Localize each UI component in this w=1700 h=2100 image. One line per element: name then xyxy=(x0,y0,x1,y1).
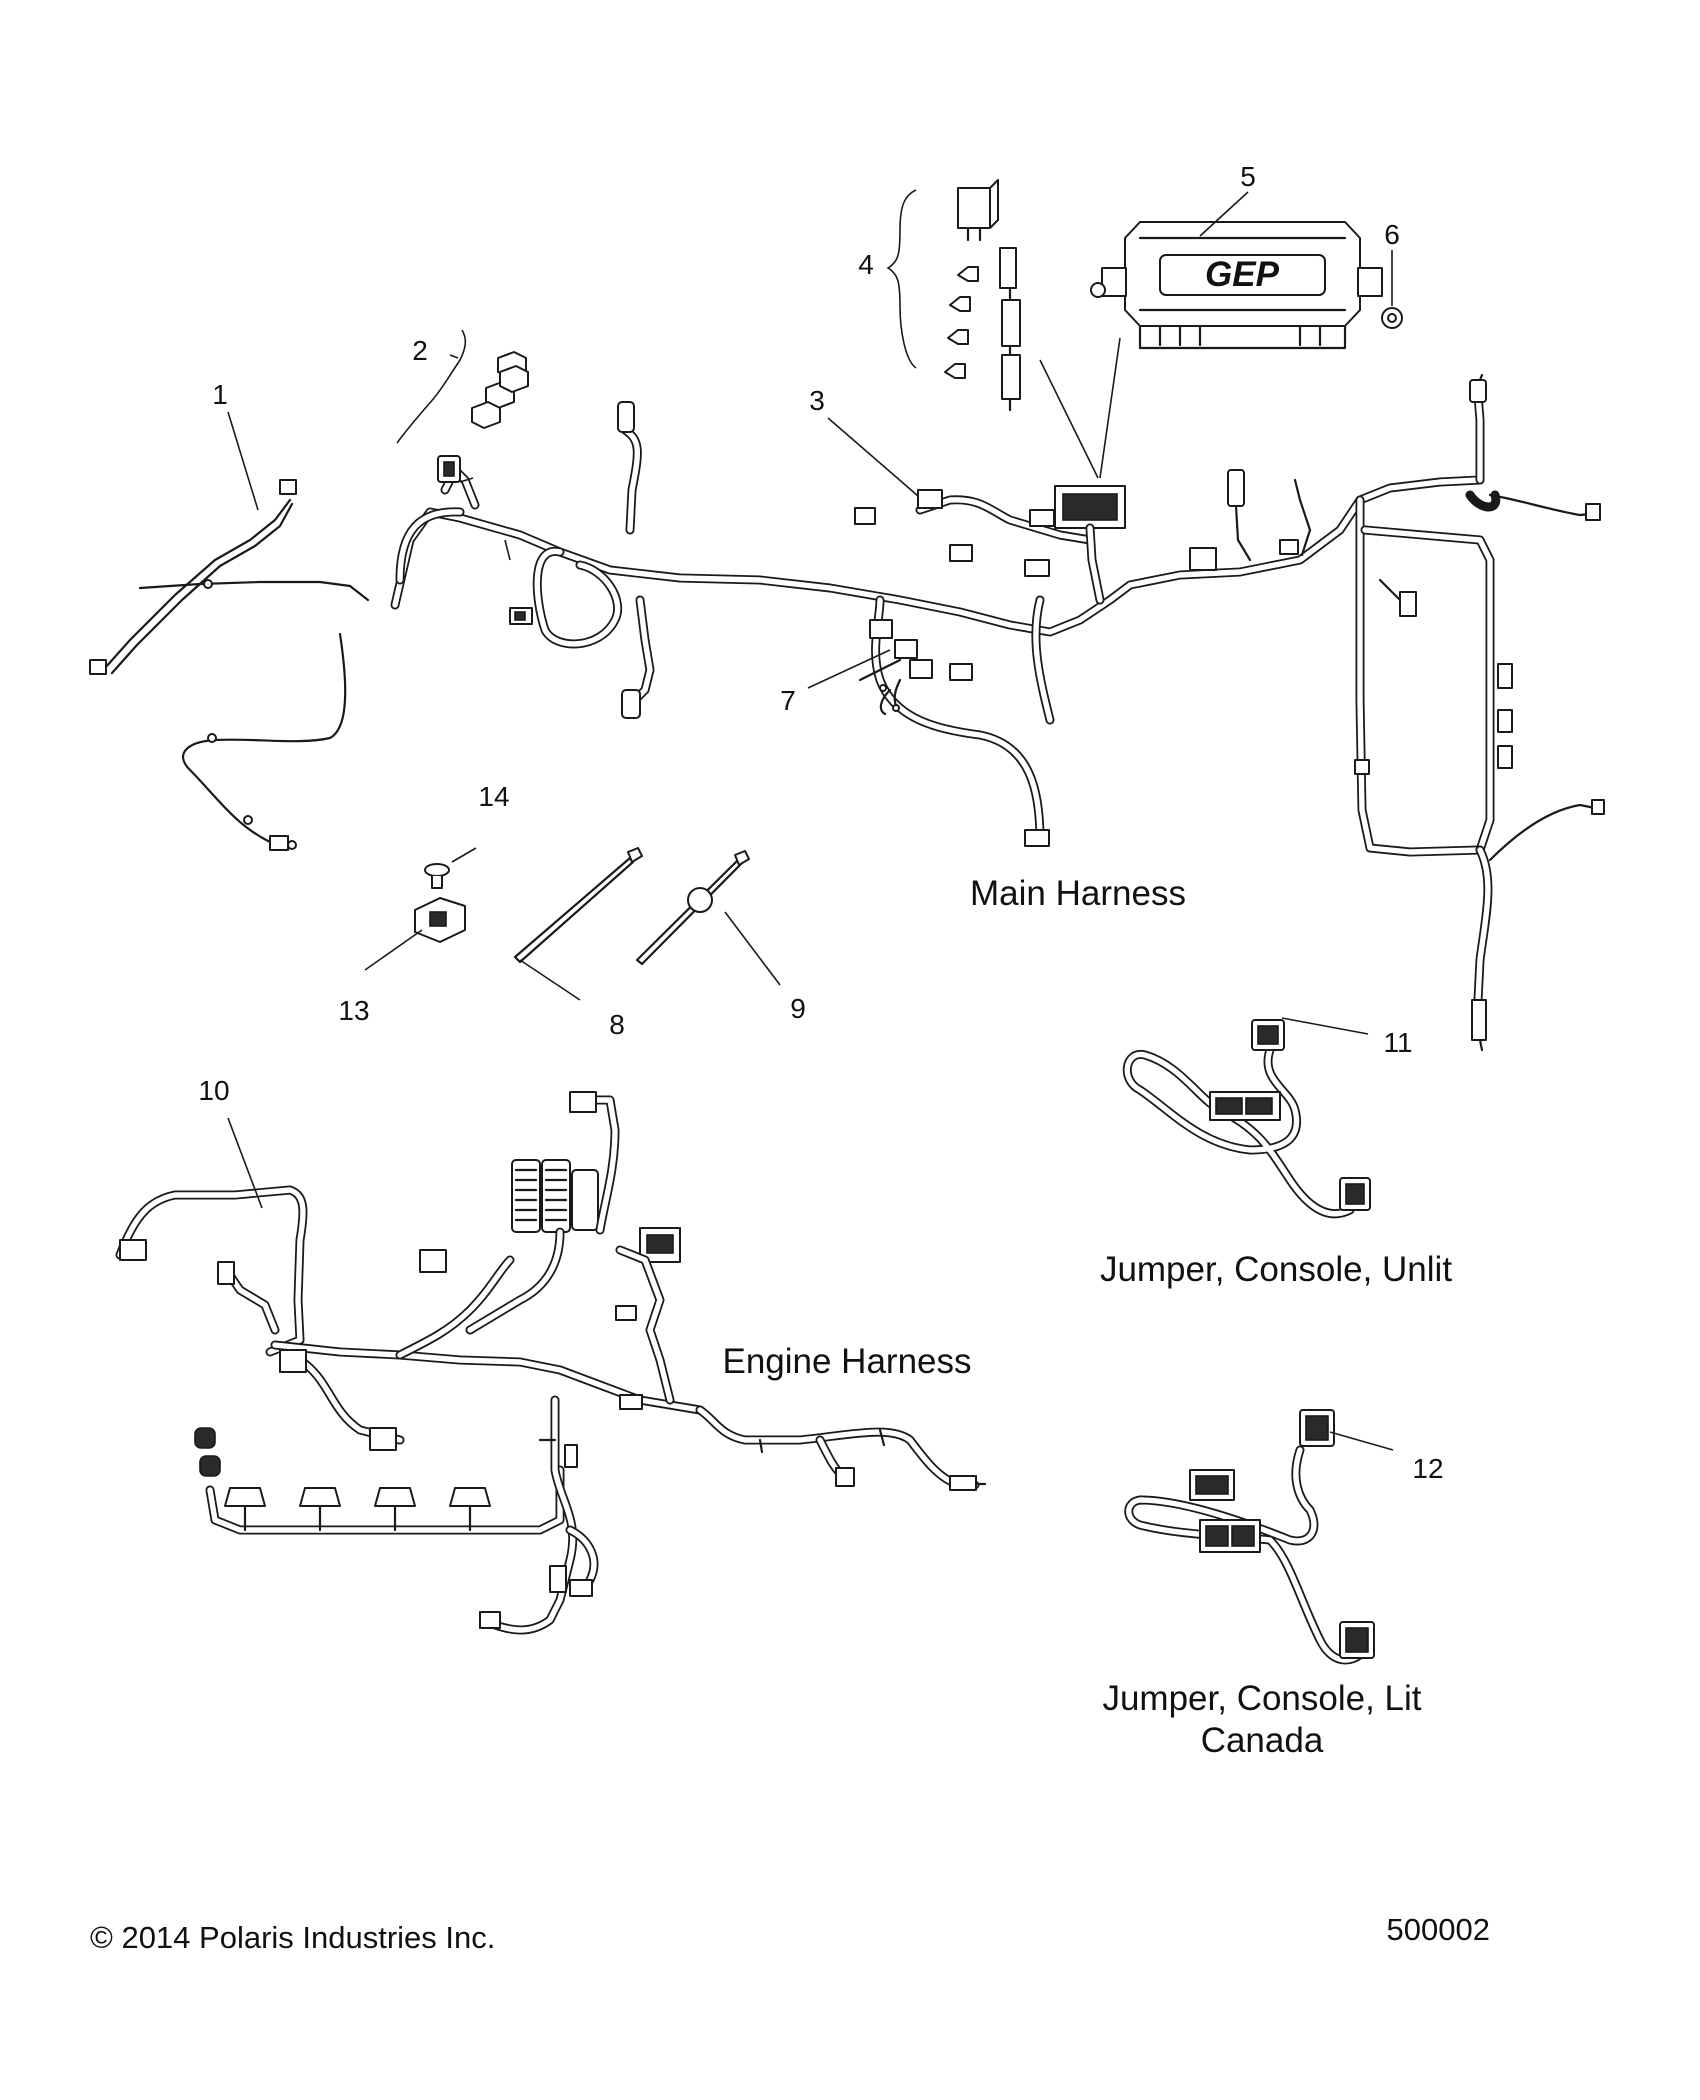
relays-and-fuses-item-4 xyxy=(886,179,1021,412)
screw-item-6 xyxy=(1381,307,1403,329)
jumper-console-lit-label: Jumper, Console, Lit xyxy=(1102,1679,1421,1718)
callout-5: 5 xyxy=(1240,161,1256,192)
callout-9: 9 xyxy=(790,993,806,1024)
jumper-console-lit-sublabel: Canada xyxy=(1201,1721,1324,1760)
main-harness-label: Main Harness xyxy=(970,874,1186,913)
section-labels: Main Harness Engine Harness Jumper, Cons… xyxy=(722,874,1452,1760)
callout-numbers: 1 2 3 4 5 6 7 8 9 10 11 12 13 14 xyxy=(198,161,1443,1484)
jumper-console-lit-item-12 xyxy=(1124,1409,1375,1665)
main-harness xyxy=(390,373,1605,1052)
branch-harness-item-1 xyxy=(89,479,370,851)
drawing-number: 500002 xyxy=(1387,1912,1490,1947)
fuse-box-cover-item-5: GEP xyxy=(1090,221,1383,350)
jumper-console-unlit-label: Jumper, Console, Unlit xyxy=(1100,1250,1452,1289)
cable-tie-item-8 xyxy=(513,847,643,964)
engine-harness-label: Engine Harness xyxy=(722,1342,971,1381)
callout-12: 12 xyxy=(1412,1453,1443,1484)
callout-8: 8 xyxy=(609,1009,625,1040)
callout-10: 10 xyxy=(198,1075,229,1106)
clip-item-13 xyxy=(414,897,466,943)
callout-3: 3 xyxy=(809,385,825,416)
callout-4: 4 xyxy=(858,249,874,280)
screw-item-14 xyxy=(424,863,450,889)
footer: © 2014 Polaris Industries Inc. 500002 xyxy=(90,1912,1490,1955)
callout-6: 6 xyxy=(1384,219,1400,250)
callout-14: 14 xyxy=(478,781,509,812)
cable-tie-item-9 xyxy=(635,850,750,966)
engine-harness-item-10 xyxy=(115,1091,987,1635)
connector-caps-item-2 xyxy=(396,329,529,444)
jumper-console-unlit-item-11 xyxy=(1122,1019,1371,1219)
callout-13: 13 xyxy=(338,995,369,1026)
copyright-notice: © 2014 Polaris Industries Inc. xyxy=(90,1920,495,1955)
connector-item-3 xyxy=(917,489,943,509)
fuse-box-logo: GEP xyxy=(1205,255,1280,294)
callout-1: 1 xyxy=(212,379,228,410)
callout-7: 7 xyxy=(780,685,796,716)
callout-11: 11 xyxy=(1383,1027,1412,1058)
callout-2: 2 xyxy=(412,335,428,366)
leader-lines xyxy=(227,191,1394,1451)
